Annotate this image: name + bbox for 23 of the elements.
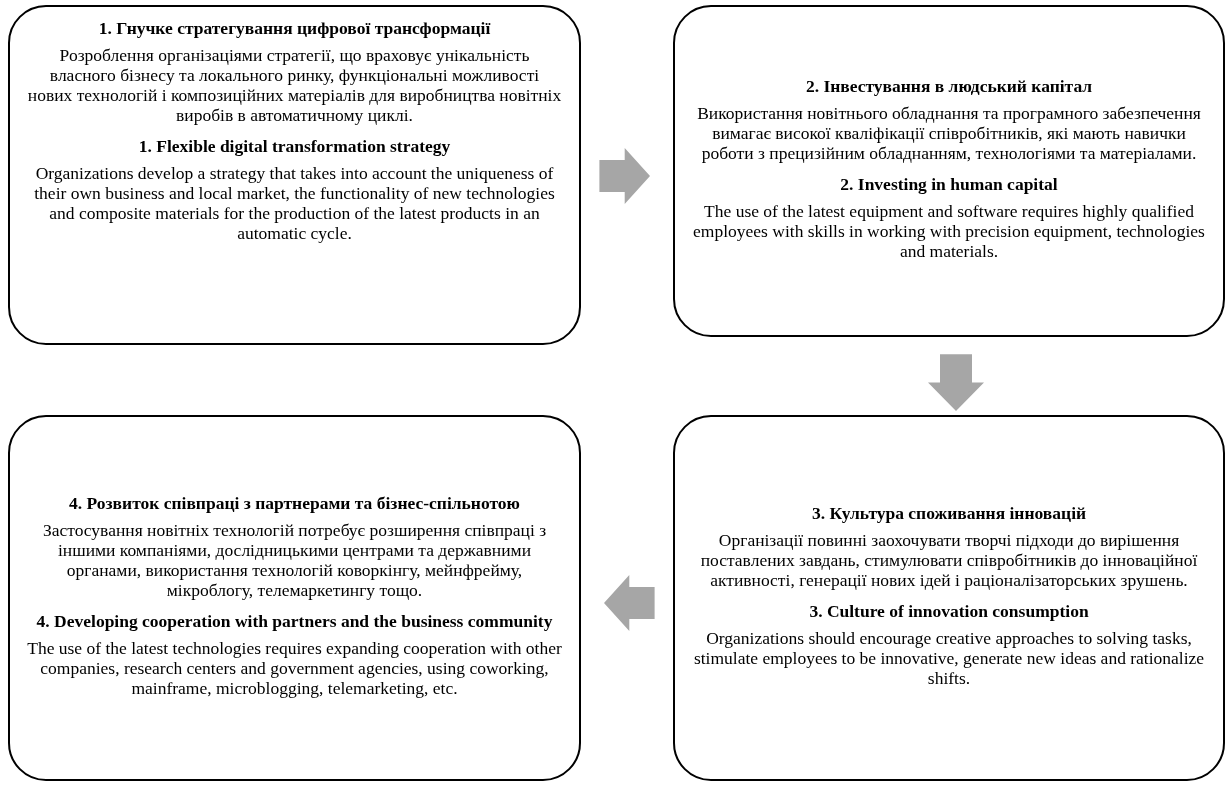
- box-heading: 2. Investing in human capital: [840, 175, 1058, 195]
- rounded-box: [673, 415, 1225, 781]
- box-text: Organizations develop a strategy that takes into account the uniqueness of their own business and local market, the functionality of new technologies and composite materials for the production of the latest products in an automatic cycle.: [33, 162, 556, 244]
- box-text: Організації повинні заохочувати творчі підходи до вирішення поставлених завдань, стимулювати співробітників до інноваційної активності, генерації нових ідей і раціоналізаторських зрушень.: [699, 529, 1199, 590]
- box-heading: 1. Гнучке стратегування цифрової трансформації: [98, 19, 491, 39]
- box-text: The use of the latest technologies requires expanding cooperation with other companies, research centers and government agencies, using coworking, mainframe, microblogging, telemarketing, etc.: [26, 637, 563, 699]
- box-heading: 1. Flexible digital transformation strategy: [138, 137, 451, 157]
- rounded-box: [8, 5, 581, 345]
- block-arrow: [928, 354, 984, 412]
- rounded-box: [8, 415, 581, 781]
- box-heading: 3. Culture of innovation consumption: [809, 602, 1089, 622]
- box-heading: 2. Інвестування в людський капітал: [805, 77, 1093, 97]
- rounded-box: [673, 5, 1225, 337]
- block-arrow: [599, 148, 650, 204]
- box-text: The use of the latest equipment and software requires highly qualified employees with skills in working with precision equipment, technologies and materials.: [692, 200, 1206, 261]
- box-heading: 3. Культура споживання інновацій: [811, 504, 1087, 524]
- box-text: Застосування новітніх технологій потребує розширення співпраці з іншими компаніями, дослідницькими центрами та державними органами, використання технологій коворкінгу, мейнфрейму, мікроблогу, телемаркетингу тощо.: [41, 519, 548, 601]
- box-heading: 4. Developing cooperation with partners and the business community: [36, 612, 553, 632]
- box-text: Використання новітнього обладнання та програмного забезпечення вимагає високої кваліфікації співробітників, які мають навички роботи з прецизійним обладнанням, технологіями та матеріалами.: [696, 102, 1202, 163]
- block-arrow: [604, 575, 655, 631]
- box-text: Розроблення організаціями стратегії, що враховує унікальність власного бізнесу та локального ринку, функціональні можливості нових технологій і композиційних матеріалів для виробництва новітніх виробів в автоматичному циклі.: [26, 44, 563, 126]
- box-heading: 4. Розвиток співпраці з партнерами та бізнес-спільнотою: [69, 493, 520, 514]
- box-text: Organizations should encourage creative approaches to solving tasks, stimulate employees to be innovative, generate new ideas and rationalize shifts.: [692, 627, 1206, 688]
